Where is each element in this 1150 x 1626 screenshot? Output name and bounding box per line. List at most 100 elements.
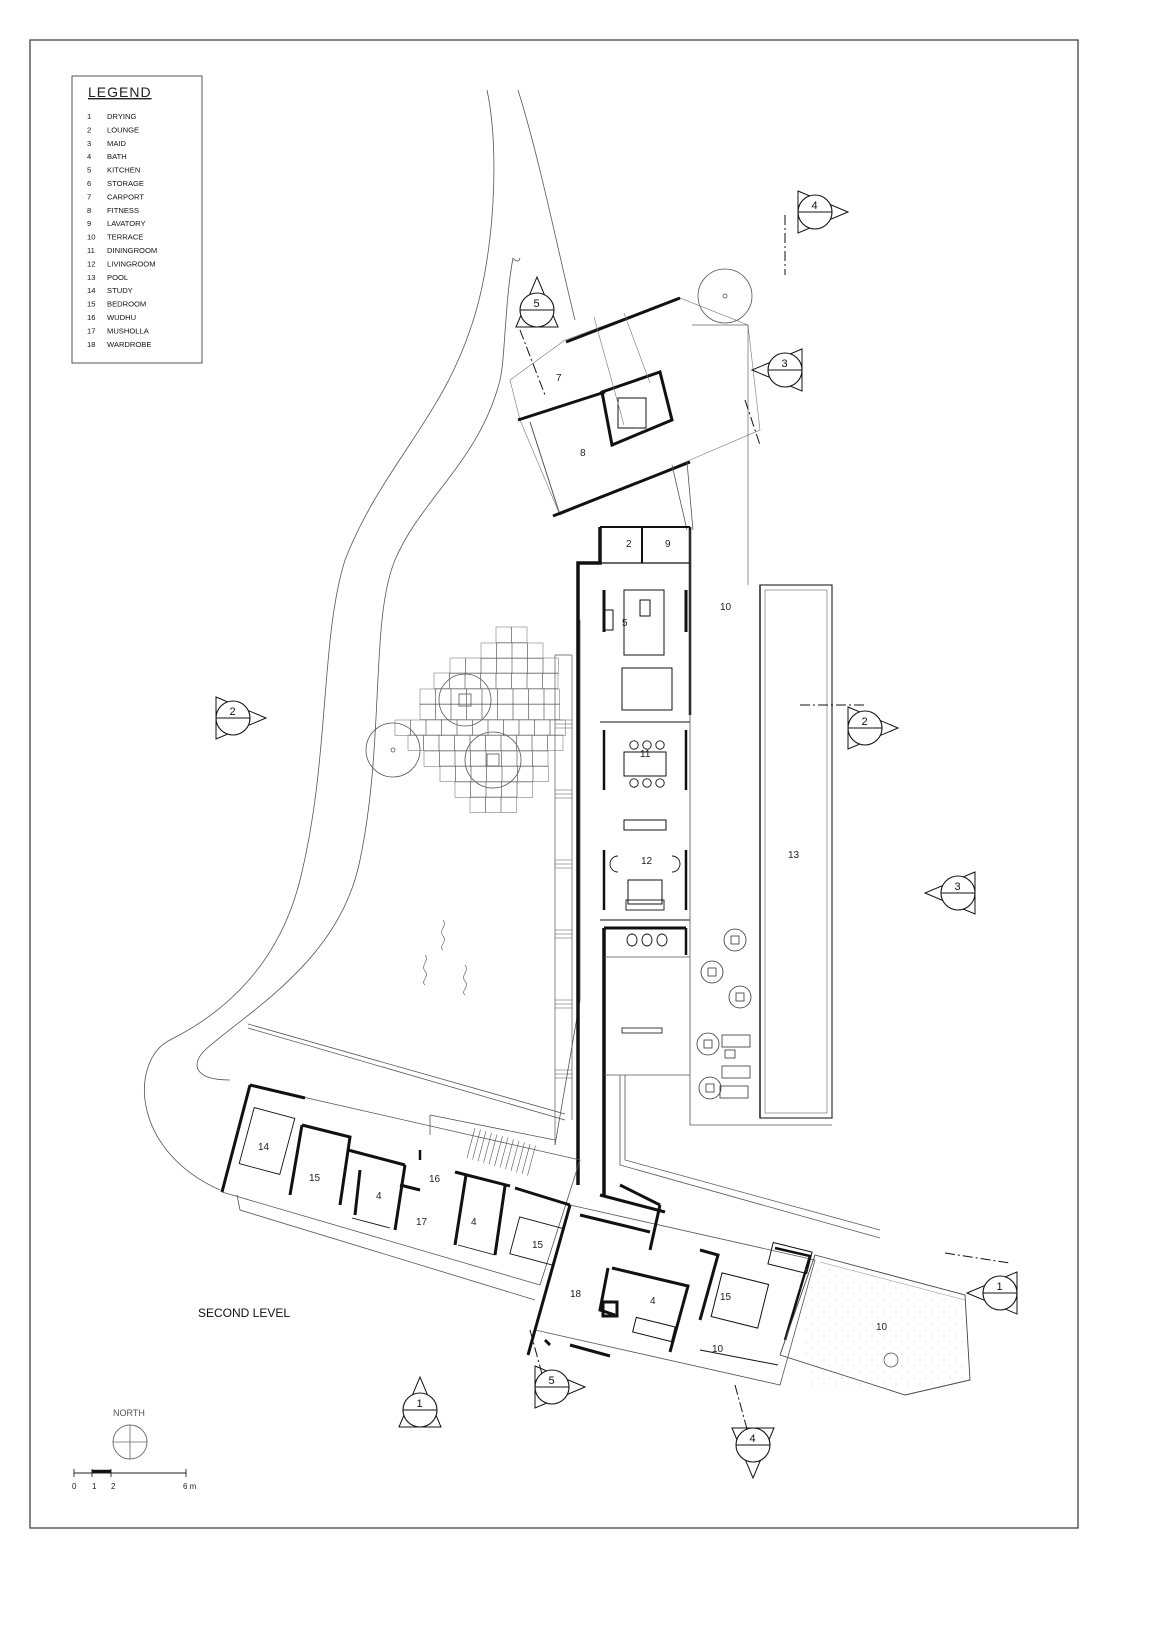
sun-lounger	[719, 1085, 749, 1099]
deck-dot	[931, 1371, 933, 1373]
paving-tile	[480, 657, 497, 674]
deck-dot	[895, 1335, 897, 1337]
paving-tile	[501, 781, 518, 798]
deck-dot	[949, 1293, 951, 1295]
deck-dot	[835, 1275, 837, 1277]
legend-number: 16	[87, 313, 95, 322]
deck-dot	[859, 1299, 861, 1301]
stair-tread	[483, 1132, 492, 1163]
section-cut-line	[519, 329, 546, 396]
paving-grid	[394, 626, 566, 813]
deck-dot	[889, 1293, 891, 1295]
room-label: 15	[532, 1240, 544, 1251]
deck-dot	[877, 1365, 879, 1367]
deck-dot	[871, 1383, 873, 1385]
stair-tread	[477, 1131, 487, 1162]
deck-dot	[925, 1305, 927, 1307]
deck-dot	[847, 1347, 849, 1349]
paving-tile	[466, 688, 483, 705]
north-arrow: NORTH	[112, 1408, 148, 1460]
deck-dot	[859, 1347, 861, 1349]
room-label: 4	[650, 1296, 656, 1307]
deck-dot	[829, 1341, 831, 1343]
deck-dot	[835, 1335, 837, 1337]
deck-dot	[889, 1353, 891, 1355]
maid-block	[600, 370, 674, 448]
deck-dot	[805, 1281, 807, 1283]
deck-dot	[859, 1323, 861, 1325]
sun-lounger	[721, 1065, 751, 1079]
deck-dot	[877, 1305, 879, 1307]
loungers	[696, 928, 752, 1100]
deck-dot	[883, 1275, 885, 1277]
driveway-tip	[512, 257, 521, 262]
legend-number: 1	[87, 112, 91, 121]
deck-dot	[907, 1383, 909, 1385]
deck-dot	[907, 1287, 909, 1289]
deck-dot	[931, 1347, 933, 1349]
deck-dot	[829, 1317, 831, 1319]
paving-tile	[516, 750, 533, 767]
side-table	[724, 1049, 736, 1059]
deck-dot	[877, 1293, 879, 1295]
deck-dot	[937, 1293, 939, 1295]
deck-dot	[895, 1359, 897, 1361]
room-label: 16	[429, 1174, 441, 1185]
deck-dot	[889, 1365, 891, 1367]
legend-number: 12	[87, 259, 95, 268]
stair-tread	[494, 1135, 503, 1167]
section-marker: 1	[944, 1252, 1018, 1315]
deck-dot	[907, 1311, 909, 1313]
deck-dot	[841, 1377, 843, 1379]
deck-dot	[859, 1311, 861, 1313]
deck-dot	[871, 1347, 873, 1349]
deck-dot	[901, 1365, 903, 1367]
legend-label: LAVATORY	[107, 219, 146, 228]
stair-tread	[510, 1140, 520, 1171]
level-caption: SECOND LEVEL	[198, 1306, 290, 1320]
deck-dot	[805, 1317, 807, 1319]
deck-dot	[865, 1365, 867, 1367]
legend-label: LOUNGE	[107, 125, 139, 134]
deck-dot	[853, 1353, 855, 1355]
deck-dot	[835, 1383, 837, 1385]
section-number: 5	[549, 1375, 555, 1387]
deck-dot	[835, 1323, 837, 1325]
legend-label: FITNESS	[107, 206, 139, 215]
deck-dot	[811, 1311, 813, 1313]
deck-dot	[925, 1293, 927, 1295]
deck-dot	[871, 1323, 873, 1325]
deck-dot	[835, 1347, 837, 1349]
deck-dot	[955, 1323, 957, 1325]
paving-tile	[527, 657, 544, 674]
section-marker: 4	[731, 1384, 775, 1480]
deck-dot	[859, 1335, 861, 1337]
parasol-base	[703, 1039, 713, 1049]
paving-tile	[528, 703, 545, 720]
garden-edge-line	[247, 1027, 566, 1121]
stair-tread	[472, 1129, 481, 1160]
scale-label-6: 6 m	[183, 1482, 197, 1491]
deck-dot	[931, 1287, 933, 1289]
deck-dot	[907, 1359, 909, 1361]
lounge-chair	[641, 933, 653, 947]
tree-plaza-1-planter	[458, 693, 472, 707]
deck-dot	[829, 1329, 831, 1331]
deck-dot	[841, 1281, 843, 1283]
deck-dot	[817, 1341, 819, 1343]
paving-tile	[485, 796, 502, 813]
garden-edge-line-2	[247, 1023, 566, 1115]
deck-dot	[937, 1329, 939, 1331]
paving-tile	[501, 750, 518, 767]
legend-label: STUDY	[107, 286, 133, 295]
dining-chair	[655, 740, 665, 750]
driveway-outer-edge	[144, 89, 495, 1191]
stair-tread	[521, 1143, 531, 1175]
legend-box	[71, 75, 203, 364]
deck-dot	[817, 1305, 819, 1307]
deck-dot	[937, 1353, 939, 1355]
paving-tile	[470, 750, 487, 767]
legend-number: 3	[87, 139, 91, 148]
